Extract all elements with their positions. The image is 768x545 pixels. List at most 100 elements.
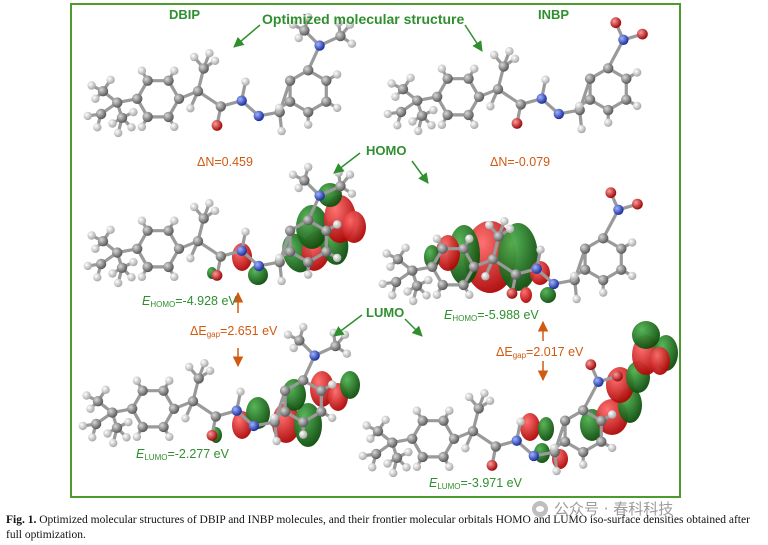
carbon-atom	[487, 254, 499, 265]
carbon-atom	[473, 91, 485, 103]
hydrogen-atom	[465, 392, 474, 402]
hydrogen-atom	[403, 287, 412, 296]
hydrogen-atom	[129, 107, 138, 117]
carbon-atom	[463, 109, 474, 121]
hydrogen-atom	[170, 122, 179, 132]
hydrogen-atom	[409, 296, 418, 306]
carbon-atom	[515, 99, 526, 110]
hydrogen-atom	[510, 54, 520, 63]
hydrogen-atom	[329, 328, 338, 337]
gap-energy-dbip: ΔEgap=2.651 eV	[190, 324, 278, 339]
caption-text: Optimized molecular structures of DBIP a…	[6, 514, 750, 541]
hydrogen-atom	[516, 417, 525, 426]
hydrogen-atom	[124, 417, 133, 427]
orbital-lobe-negative	[246, 397, 270, 429]
hydrogen-atom	[129, 257, 138, 267]
hydrogen-atom	[137, 122, 147, 132]
hydrogen-atom	[579, 460, 588, 469]
hydrogen-atom	[327, 413, 337, 423]
title-arrow-left	[233, 24, 261, 48]
hydrogen-atom	[106, 225, 115, 234]
carbon-atom	[596, 436, 607, 447]
carbon-atom	[198, 63, 209, 74]
hydrogen-atom	[78, 421, 87, 431]
carbon-atom	[372, 426, 384, 437]
hydrogen-atom	[127, 123, 136, 132]
carbon-atom	[490, 441, 501, 452]
hydrogen-atom	[541, 75, 550, 84]
carbon-atom	[111, 422, 123, 433]
hydrogen-atom	[332, 103, 342, 113]
hydrogen-atom	[186, 254, 195, 263]
hydrogen-atom	[445, 406, 454, 415]
carbon-atom	[412, 95, 423, 106]
carbon-atom	[97, 236, 109, 247]
carbon-atom	[163, 225, 174, 236]
hydrogen-atom	[275, 253, 284, 263]
nitrogen-atom	[553, 108, 564, 120]
carbon-atom	[493, 231, 504, 242]
hydrogen-atom	[570, 271, 579, 281]
hydrogen-atom	[485, 396, 495, 405]
homo-arrow-left	[333, 152, 361, 174]
carbon-atom	[112, 97, 123, 108]
carbon-atom	[463, 73, 474, 84]
carbon-atom	[468, 261, 480, 272]
molecule-dbip-lumo-orbital	[78, 322, 360, 448]
molecule-dbip-homo-orbital	[83, 162, 366, 288]
hydrogen-atom	[101, 385, 110, 394]
carbon-atom	[579, 243, 591, 254]
carbon-atom	[298, 375, 309, 386]
hydrogen-atom	[106, 75, 115, 85]
hydrogen-atom	[414, 126, 423, 136]
carbon-atom	[578, 405, 589, 416]
watermark: 公众号 · 春科科技	[532, 498, 673, 519]
hydrogen-atom	[627, 238, 637, 247]
carbon-atom	[559, 415, 571, 426]
carbon-atom	[92, 396, 104, 407]
carbon-atom	[603, 63, 614, 74]
carbon-atom	[142, 75, 153, 86]
oxygen-atom	[511, 118, 523, 129]
watermark-text: 公众号 · 春科科技	[554, 500, 674, 518]
hydrogen-atom	[432, 290, 442, 300]
orbital-lobe-negative	[540, 287, 556, 303]
nitrogen-atom	[511, 435, 522, 446]
hydrogen-atom	[241, 77, 250, 86]
carbon-atom	[584, 73, 596, 84]
figure-canvas: DBIP INBP Optimized molecular structure …	[78, 7, 678, 491]
hydrogen-atom	[599, 288, 608, 297]
hydrogen-atom	[289, 343, 298, 353]
carbon-atom	[417, 451, 428, 463]
hydrogen-atom	[345, 20, 355, 29]
oxygen-atom	[610, 17, 622, 29]
carbon-atom	[330, 340, 341, 352]
carbon-atom	[192, 236, 204, 247]
hydrogen-atom	[127, 273, 136, 282]
carbon-atom	[316, 385, 327, 396]
molecule-inbp-homo-orbital	[378, 187, 643, 306]
carbon-atom	[158, 421, 169, 433]
oxygen-atom	[605, 187, 617, 199]
bond	[606, 38, 626, 70]
carbon-atom	[335, 30, 346, 42]
carbon-atom	[137, 421, 148, 433]
nitrogen-atom	[236, 245, 247, 256]
hydrogen-atom	[461, 444, 470, 453]
carbon-atom	[163, 111, 174, 123]
carbon-atom	[387, 437, 398, 448]
carbon-atom	[163, 75, 174, 86]
hydrogen-atom	[536, 245, 545, 254]
carbon-atom	[158, 385, 169, 396]
nitrogen-atom	[314, 190, 325, 201]
carbon-atom	[294, 335, 305, 346]
hydrogen-atom	[437, 120, 447, 130]
carbon-atom	[438, 451, 449, 463]
hydrogen-atom	[402, 463, 411, 472]
orbital-lobe-positive	[650, 347, 670, 375]
carbon-atom	[598, 233, 609, 244]
hydrogen-atom	[114, 128, 123, 138]
hydrogen-atom	[108, 269, 117, 278]
lumo-arrow-left	[333, 314, 363, 337]
hydrogen-atom	[275, 103, 284, 113]
